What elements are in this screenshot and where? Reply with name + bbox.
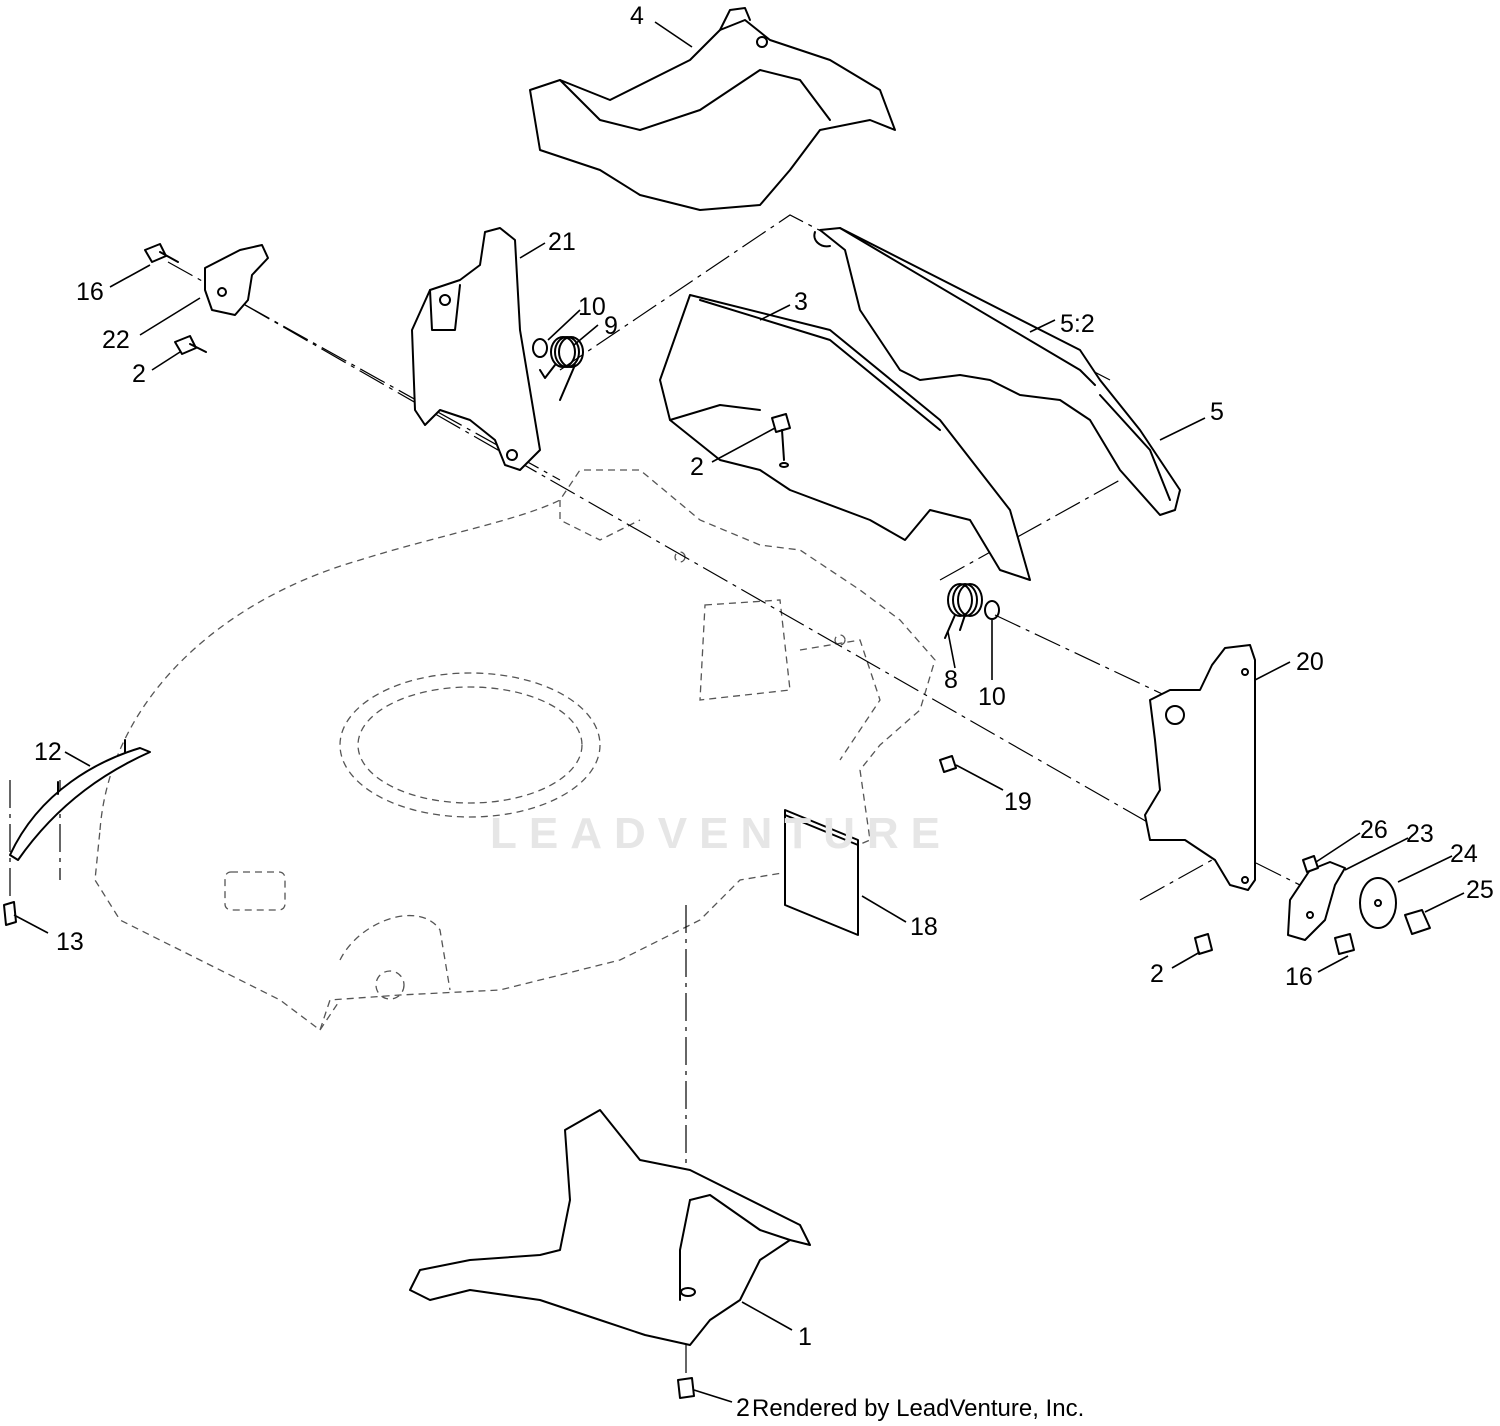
callout-10-lower: 10 <box>978 683 1006 711</box>
part-21-left-bracket[interactable] <box>411 227 541 471</box>
callout-13: 13 <box>56 928 84 956</box>
part-20-right-bracket[interactable] <box>1144 644 1256 891</box>
callout-2-right: 2 <box>1150 960 1164 988</box>
callout-9: 9 <box>604 312 618 340</box>
part-3-rear-baffle[interactable] <box>659 294 1031 581</box>
part-2-bolt-left[interactable] <box>174 335 207 355</box>
part-22-plate[interactable] <box>204 244 269 316</box>
part-26-nut[interactable] <box>1302 855 1319 873</box>
part-1-bottom-chute[interactable] <box>409 1109 811 1346</box>
part-19-screw[interactable] <box>939 755 957 773</box>
part-23-plate[interactable] <box>1287 861 1346 941</box>
callout-1: 1 <box>798 1323 812 1351</box>
part-2-bolt-right[interactable] <box>1194 933 1213 955</box>
part-8-spring-lower[interactable] <box>944 583 983 639</box>
leader-lines <box>13 21 1465 1403</box>
mower-deck-ghost <box>94 469 936 1032</box>
part-10-washer-upper[interactable] <box>532 338 548 358</box>
callout-24: 24 <box>1450 840 1478 868</box>
callout-5: 5 <box>1210 398 1224 426</box>
callout-4: 4 <box>630 2 644 30</box>
callout-12: 12 <box>34 738 62 766</box>
callout-19: 19 <box>1004 788 1032 816</box>
part-24-wheel-disc[interactable] <box>1359 877 1397 929</box>
part-13-bolt[interactable] <box>3 901 17 926</box>
callout-16-right: 16 <box>1285 963 1313 991</box>
part-16-bolt-right[interactable] <box>1334 933 1355 955</box>
callout-25: 25 <box>1466 876 1494 904</box>
part-25-wheel-bolt[interactable] <box>1404 909 1431 935</box>
callout-2-bottom: 2 <box>736 1394 750 1422</box>
callout-18: 18 <box>910 913 938 941</box>
callout-8: 8 <box>944 666 958 694</box>
callout-2-middle: 2 <box>690 453 704 481</box>
callout-22: 22 <box>102 326 130 354</box>
callout-2-left: 2 <box>132 360 146 388</box>
part-5-rear-door[interactable] <box>813 227 1181 516</box>
part-9-spring-upper[interactable] <box>539 336 584 401</box>
watermark-text: LEADVENTURE <box>490 809 952 858</box>
callout-10-upper: 10 <box>578 293 606 321</box>
part-4-discharge-cover[interactable] <box>529 7 896 211</box>
part-18-flap[interactable] <box>784 809 859 936</box>
rendered-by-credit: Rendered by LeadVenture, Inc. <box>752 1395 1084 1422</box>
callout-3: 3 <box>794 288 808 316</box>
callout-16-left: 16 <box>76 278 104 306</box>
part-2-bolt-bottom[interactable] <box>677 1377 695 1399</box>
part-10-washer-lower[interactable] <box>984 600 1000 620</box>
callout-26: 26 <box>1360 816 1388 844</box>
callout-5-2: 5:2 <box>1060 310 1095 338</box>
callout-21: 21 <box>548 228 576 256</box>
part-16-bolt-left[interactable] <box>144 243 179 263</box>
callout-23: 23 <box>1406 820 1434 848</box>
part-2-bolt-middle[interactable] <box>771 413 791 468</box>
callout-labels: 4 21 16 22 2 10 9 3 5:2 5 2 20 8 10 12 1… <box>34 2 1494 1422</box>
part-12-rod[interactable] <box>9 739 151 861</box>
callout-20: 20 <box>1296 648 1324 676</box>
